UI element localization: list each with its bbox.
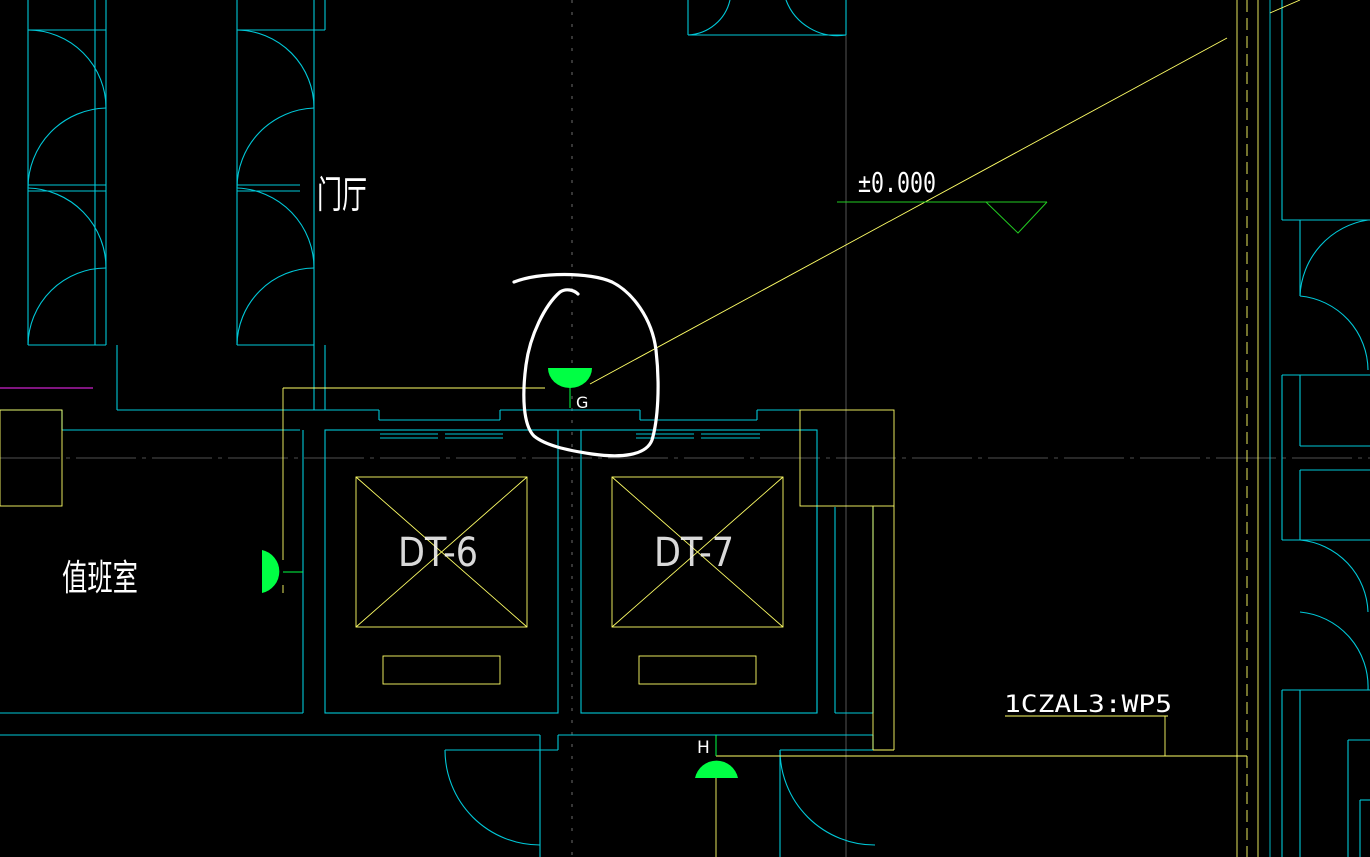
elevation-marker[interactable] [837, 201, 1048, 234]
fixture-g[interactable] [548, 368, 592, 408]
elevator-dt7[interactable] [611, 476, 784, 685]
door-arc [27, 267, 107, 346]
elevator-dt6[interactable] [355, 476, 528, 685]
fixture-label-h: H [697, 738, 710, 758]
elevator-label-dt6: DT-6 [398, 530, 478, 576]
door-arc [236, 29, 315, 109]
markup-circle [512, 272, 660, 458]
wall-light-icon [262, 550, 280, 593]
circuit-label: 1CZAL3:WP5 [1004, 690, 1172, 718]
fixture-label-g: G [576, 393, 588, 412]
door-arc [27, 107, 107, 189]
room-label-lobby: 门厅 [317, 173, 367, 217]
door-arc [236, 107, 315, 189]
door-arc [236, 267, 315, 346]
fixture-h[interactable] [695, 735, 738, 778]
ceiling-light-icon [548, 368, 592, 388]
ceiling-light-icon [695, 760, 738, 778]
room-label-duty: 值班室 [62, 558, 138, 599]
annotation-lines [0, 0, 1301, 857]
door-arc [27, 187, 107, 269]
elevator-label-dt7: DT-7 [654, 530, 734, 576]
elevation-label: ±0.000 [858, 166, 936, 199]
door-arc [27, 29, 107, 109]
door-arc [236, 187, 315, 269]
fixture-wall-left[interactable] [262, 550, 303, 593]
